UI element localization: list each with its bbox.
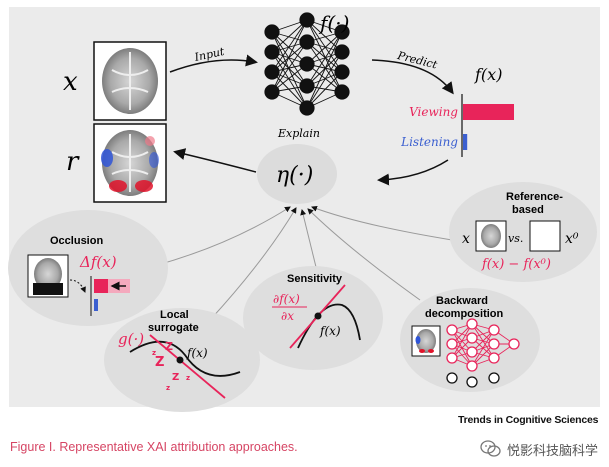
- network-node: [299, 12, 315, 28]
- decomposition-node: [508, 338, 520, 350]
- local-surrogate-panel: Local surrogate g(·) f(x) ZZ Zz zz: [104, 308, 260, 412]
- svg-text:z: z: [152, 349, 156, 357]
- svg-text:Z: Z: [165, 340, 173, 353]
- prediction-bar-listening: [463, 134, 468, 150]
- svg-text:Z: Z: [172, 372, 179, 383]
- brain-relevance-image: [93, 123, 167, 203]
- f-model-label: f(·): [318, 11, 349, 35]
- occlusion-formula: Δf(x): [79, 253, 117, 271]
- network-node: [334, 24, 350, 40]
- surrogate-line: [149, 334, 226, 399]
- sensitivity-panel: Sensitivity ∂f(x) ∂x f(x): [243, 266, 383, 370]
- neural-network-icon: [264, 12, 350, 116]
- decomposition-node: [488, 372, 500, 384]
- network-node: [264, 64, 280, 80]
- sensitivity-point-label: f(x): [319, 324, 341, 338]
- svg-text:z: z: [166, 384, 170, 392]
- decomposition-node: [488, 352, 500, 364]
- reference-x0: x⁰: [565, 231, 579, 247]
- eta-node: [257, 144, 337, 204]
- r-variable: r: [66, 147, 80, 177]
- wechat-icon: [480, 440, 501, 457]
- reference-title-1: Reference-: [506, 191, 563, 203]
- decomposition-node: [466, 332, 478, 344]
- explain-arrow: [173, 148, 257, 173]
- network-node: [299, 34, 315, 50]
- method-rays: [153, 205, 453, 321]
- journal-name: Trends in Cognitive Sciences: [458, 414, 599, 426]
- input-arrow: [169, 54, 258, 73]
- eta-label: η(·): [276, 163, 313, 188]
- sensitivity-numerator: ∂f(x): [273, 292, 300, 306]
- sensitivity-point: [314, 312, 322, 320]
- fx-header: f(x): [474, 65, 502, 84]
- sensitivity-denominator: ∂x: [281, 309, 294, 323]
- reference-formula: f(x) − f(x⁰): [481, 257, 551, 272]
- occlusion-panel: Occlusion Δf(x): [8, 210, 168, 326]
- prediction-label-listening: Listening: [400, 135, 458, 149]
- backward-title-1: Backward: [436, 295, 488, 307]
- network-node: [334, 44, 350, 60]
- watermark: 悦影科技脑科学: [480, 432, 606, 466]
- network-node: [299, 56, 315, 72]
- explain-label: Explain: [277, 127, 320, 140]
- surrogate-formula: g(·): [118, 330, 144, 348]
- network-node: [334, 64, 350, 80]
- reference-title-2: based: [512, 204, 544, 216]
- x-variable: x: [63, 67, 78, 97]
- decomposition-node: [488, 338, 500, 350]
- prediction-bar-viewing: [463, 104, 514, 120]
- network-node: [264, 44, 280, 60]
- network-node: [264, 24, 280, 40]
- surrogate-point-label: f(x): [186, 346, 208, 360]
- network-node: [264, 84, 280, 100]
- decomposition-node: [446, 352, 458, 364]
- watermark-text: 悦影科技脑科学: [507, 443, 599, 459]
- network-node: [299, 78, 315, 94]
- svg-text:Z: Z: [155, 355, 164, 370]
- backward-title-2: decomposition: [425, 308, 504, 320]
- surrogate-curve: [129, 340, 241, 377]
- reference-vs: vs.: [508, 232, 523, 245]
- network-node: [299, 100, 315, 116]
- surrogate-point: [176, 356, 184, 364]
- decomposition-node: [446, 372, 458, 384]
- backward-decomposition-panel: Backward decomposition: [400, 288, 540, 392]
- figure-caption: Figure I. Representative XAI attribution…: [10, 440, 298, 454]
- decomposition-node: [466, 360, 478, 372]
- decomposition-node: [466, 376, 478, 388]
- surrogate-title-2: surrogate: [148, 322, 199, 334]
- decomposition-node: [446, 338, 458, 350]
- decomposition-node: [488, 324, 500, 336]
- sensitivity-title: Sensitivity: [287, 273, 343, 285]
- feedback-arrow: [377, 159, 449, 186]
- brain-input-image: [93, 41, 167, 121]
- prediction-label-viewing: Viewing: [409, 105, 458, 119]
- reference-based-panel: Reference- based x vs. x⁰ f(x) − f(x⁰): [449, 182, 597, 282]
- surrogate-samples: ZZ Zz zz: [152, 340, 190, 392]
- network-node: [334, 84, 350, 100]
- decomposition-node: [446, 324, 458, 336]
- predict-arrow: [371, 59, 454, 95]
- decomposition-node: [466, 346, 478, 358]
- occlusion-mask: [33, 283, 63, 295]
- svg-text:z: z: [186, 374, 190, 382]
- occlusion-title: Occlusion: [50, 235, 103, 247]
- input-label: Input: [192, 45, 226, 64]
- reference-x: x: [462, 231, 470, 247]
- occlusion-bar: [94, 279, 108, 293]
- decomposition-node: [466, 318, 478, 330]
- surrogate-title-1: Local: [160, 309, 189, 321]
- reference-baseline-image: [529, 220, 561, 252]
